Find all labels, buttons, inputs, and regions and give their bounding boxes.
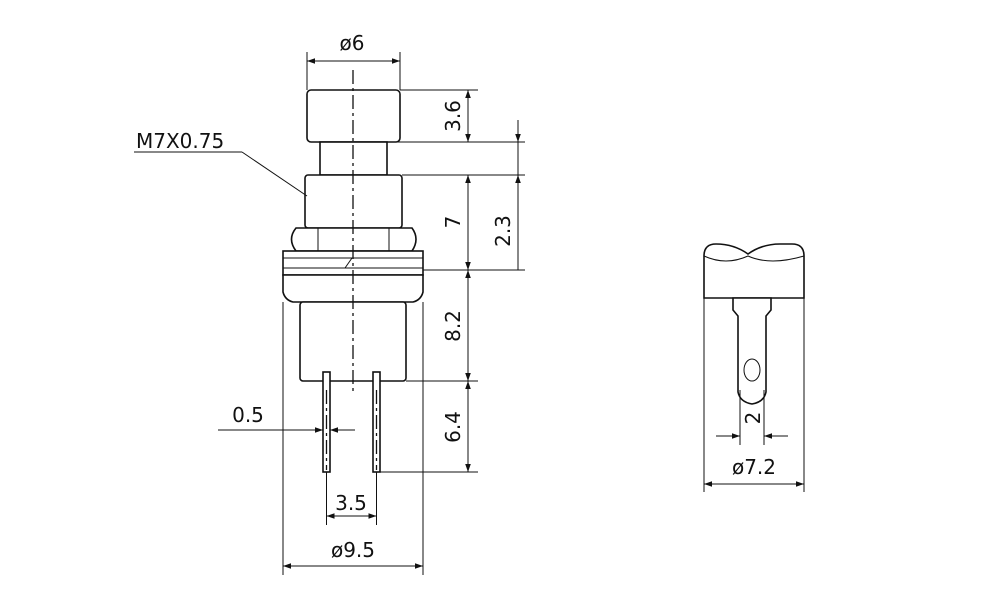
hex-nut <box>290 227 417 252</box>
dim-terminal-hole: 2 <box>716 390 788 445</box>
label-thread-length: 7 <box>441 216 465 229</box>
dim-pin-thickness: 0.5 <box>218 403 355 433</box>
side-view <box>703 243 805 405</box>
label-side-width: ø7.2 <box>732 455 776 479</box>
label-body-length: 8.2 <box>441 310 465 342</box>
side-body <box>703 243 805 299</box>
dim-thread-length: 7 <box>402 174 525 271</box>
label-travel: 2.3 <box>491 215 515 247</box>
dim-pin-length: 6.4 <box>380 381 478 473</box>
dim-body-diameter: ø9.5 <box>282 302 424 575</box>
label-cap-height: 3.6 <box>441 100 465 132</box>
label-pin-length: 6.4 <box>441 411 465 443</box>
dim-side-width: ø7.2 <box>703 298 805 492</box>
front-view <box>282 70 424 473</box>
label-cap-diameter: ø6 <box>340 31 365 55</box>
label-thread-spec: M7X0.75 <box>136 129 224 153</box>
label-body-diameter: ø9.5 <box>331 538 375 562</box>
dim-travel: 2.3 <box>478 120 525 270</box>
side-terminal <box>732 297 772 405</box>
dim-pin-pitch: 3.5 <box>326 472 377 525</box>
label-pin-thickness: 0.5 <box>232 403 264 427</box>
dim-cap-height: 3.6 <box>387 89 478 143</box>
dim-cap-diameter: ø6 <box>306 31 401 90</box>
dim-thread: M7X0.75 <box>134 129 308 197</box>
label-pin-pitch: 3.5 <box>335 491 367 515</box>
dim-body-length: 8.2 <box>406 270 478 382</box>
label-terminal-hole: 2 <box>741 412 765 425</box>
